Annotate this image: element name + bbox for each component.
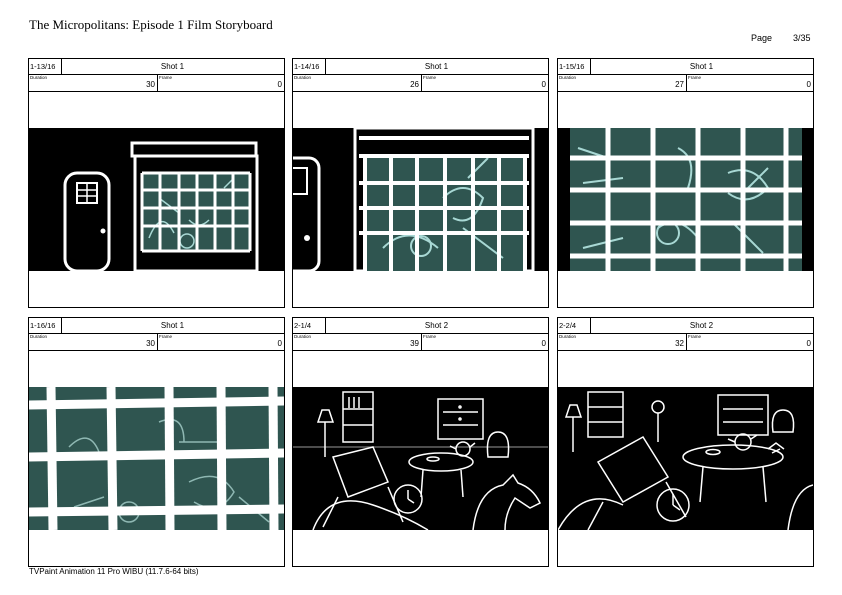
frame-label: Frame [688, 75, 702, 80]
timing-row: Duration 30 Frame 0 [28, 333, 285, 351]
storyboard-frame-image[interactable] [29, 128, 284, 271]
scene-number: 2-1/4 [293, 318, 326, 333]
panel-drawing-area [292, 351, 549, 567]
duration-label: Duration [559, 75, 577, 80]
panel-drawing-area [28, 351, 285, 567]
storyboard-panel[interactable]: 1-15/16 Shot 1 Duration 27 Frame 0 [557, 58, 814, 309]
panel-header: 2-2/4 Shot 2 [557, 317, 814, 334]
storyboard-frame-image[interactable] [29, 387, 284, 530]
frame-label: Frame [159, 75, 173, 80]
storyboard-frame-image[interactable] [293, 128, 548, 271]
frame-cell: Frame 0 [687, 74, 813, 91]
panel-header: 1-13/16 Shot 1 [28, 58, 285, 75]
timing-row: Duration 30 Frame 0 [28, 74, 285, 92]
frame-cell: Frame 0 [158, 333, 284, 350]
duration-value: 30 [146, 339, 155, 348]
panel-drawing-area [557, 351, 814, 567]
scene-number: 1-16/16 [29, 318, 62, 333]
storyboard-panel[interactable]: 1-14/16 Shot 1 Duration 26 Frame 0 [292, 58, 549, 309]
storyboard-frame-image[interactable] [558, 128, 813, 271]
page-label: Page [751, 33, 773, 43]
storyboard-panel[interactable]: 1-16/16 Shot 1 Duration 30 Frame 0 [28, 317, 285, 568]
timing-row: Duration 32 Frame 0 [557, 333, 814, 351]
duration-cell: Duration 26 [293, 74, 422, 91]
frame-value: 0 [277, 339, 282, 348]
frame-value: 0 [541, 339, 546, 348]
frame-cell: Frame 0 [158, 74, 284, 91]
page-number: 3/35 [793, 33, 811, 43]
frame-value: 0 [806, 80, 811, 89]
duration-label: Duration [559, 334, 577, 339]
storyboard-panel[interactable]: 2-2/4 Shot 2 Duration 32 Frame 0 [557, 317, 814, 568]
frame-cell: Frame 0 [422, 74, 548, 91]
duration-value: 30 [146, 80, 155, 89]
timing-row: Duration 39 Frame 0 [292, 333, 549, 351]
duration-cell: Duration 30 [29, 74, 158, 91]
panel-drawing-area [292, 92, 549, 308]
frame-label: Frame [159, 334, 173, 339]
duration-label: Duration [30, 334, 48, 339]
duration-cell: Duration 30 [29, 333, 158, 350]
software-footer: TVPaint Animation 11 Pro WIBU (11.7.6-64… [29, 567, 199, 576]
shot-name: Shot 1 [160, 321, 185, 330]
panel-header: 1-16/16 Shot 1 [28, 317, 285, 334]
shot-name: Shot 1 [689, 62, 714, 71]
scene-number: 1-14/16 [293, 59, 326, 74]
panel-drawing-area [28, 92, 285, 308]
frame-value: 0 [541, 80, 546, 89]
duration-label: Duration [294, 334, 312, 339]
frame-label: Frame [423, 334, 437, 339]
storyboard-frame-image[interactable] [293, 387, 548, 530]
panel-header: 1-14/16 Shot 1 [292, 58, 549, 75]
panel-header: 1-15/16 Shot 1 [557, 58, 814, 75]
shot-name: Shot 2 [689, 321, 714, 330]
shot-name: Shot 2 [424, 321, 449, 330]
document-title: The Micropolitans: Episode 1 Film Storyb… [29, 17, 273, 32]
duration-cell: Duration 32 [558, 333, 687, 350]
frame-label: Frame [688, 334, 702, 339]
duration-cell: Duration 27 [558, 74, 687, 91]
frame-cell: Frame 0 [422, 333, 548, 350]
panel-drawing-area [557, 92, 814, 308]
duration-value: 26 [410, 80, 419, 89]
duration-label: Duration [30, 75, 48, 80]
panel-header: 2-1/4 Shot 2 [292, 317, 549, 334]
shot-name: Shot 1 [424, 62, 449, 71]
scene-number: 2-2/4 [558, 318, 591, 333]
frame-value: 0 [806, 339, 811, 348]
frame-value: 0 [277, 80, 282, 89]
storyboard-frame-image[interactable] [558, 387, 813, 530]
duration-label: Duration [294, 75, 312, 80]
duration-cell: Duration 39 [293, 333, 422, 350]
shot-name: Shot 1 [160, 62, 185, 71]
timing-row: Duration 27 Frame 0 [557, 74, 814, 92]
storyboard-panel[interactable]: 2-1/4 Shot 2 Duration 39 Frame 0 [292, 317, 549, 568]
duration-value: 27 [675, 80, 684, 89]
frame-label: Frame [423, 75, 437, 80]
storyboard-panel[interactable]: 1-13/16 Shot 1 Duration 30 Frame 0 [28, 58, 285, 309]
scene-number: 1-13/16 [29, 59, 62, 74]
duration-value: 39 [410, 339, 419, 348]
duration-value: 32 [675, 339, 684, 348]
timing-row: Duration 26 Frame 0 [292, 74, 549, 92]
frame-cell: Frame 0 [687, 333, 813, 350]
scene-number: 1-15/16 [558, 59, 591, 74]
